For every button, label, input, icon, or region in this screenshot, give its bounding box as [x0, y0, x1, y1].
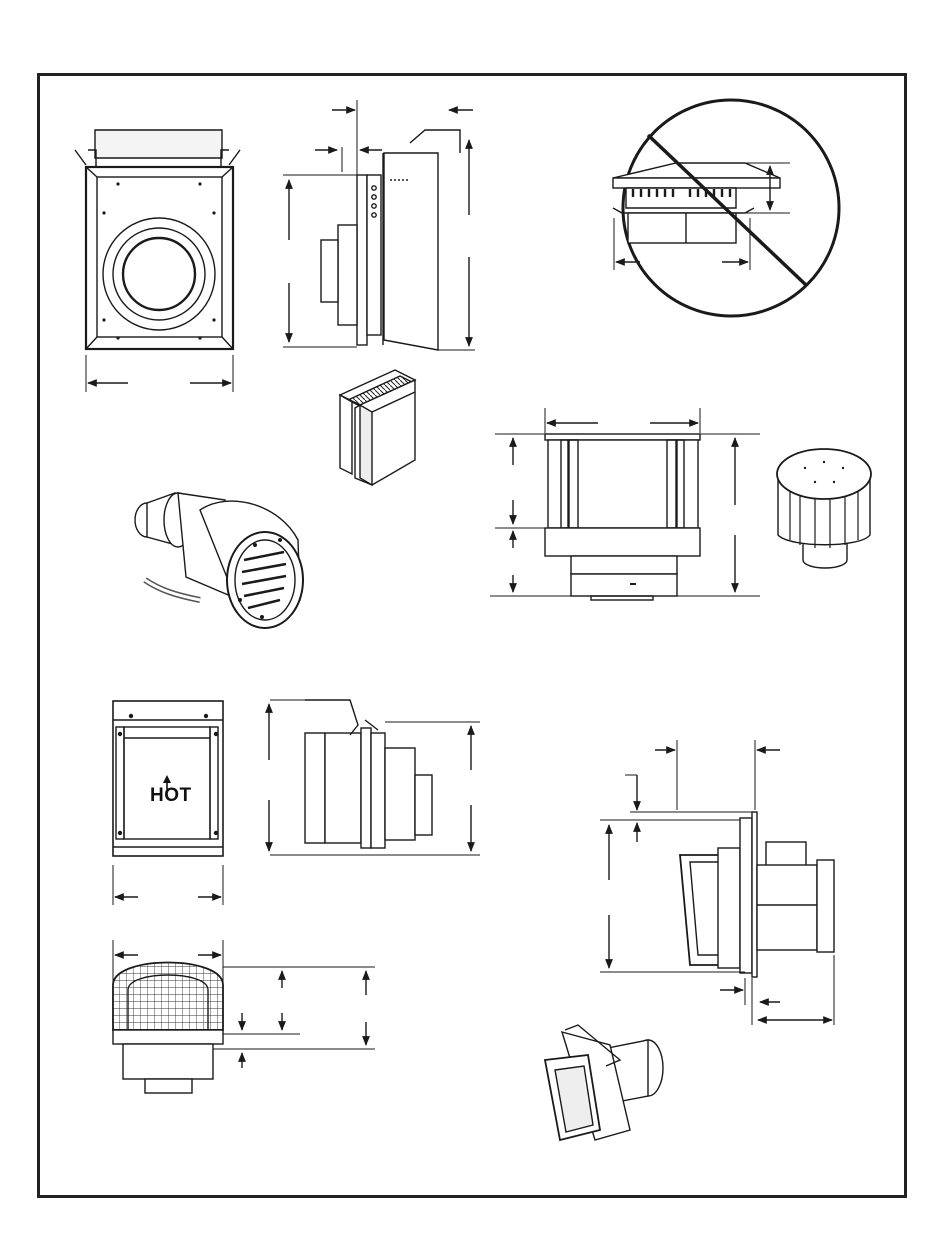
hot-warning-label: HOT — [150, 785, 192, 807]
square-termination-side-view — [283, 100, 475, 350]
prohibited-round-cap-circle — [613, 100, 839, 316]
square-termination-front-view — [75, 130, 240, 392]
horizontal-termination-isometric — [545, 1025, 663, 1140]
horizontal-termination-side-view — [600, 740, 834, 1025]
guard-cap-front-view — [113, 940, 375, 1093]
power-vent-isometric — [135, 493, 303, 628]
vertical-cap-front-view — [490, 408, 760, 600]
square-termination-isometric — [340, 370, 415, 485]
vertical-cap-isometric — [777, 449, 871, 568]
heat-shield-side-view — [269, 700, 480, 855]
